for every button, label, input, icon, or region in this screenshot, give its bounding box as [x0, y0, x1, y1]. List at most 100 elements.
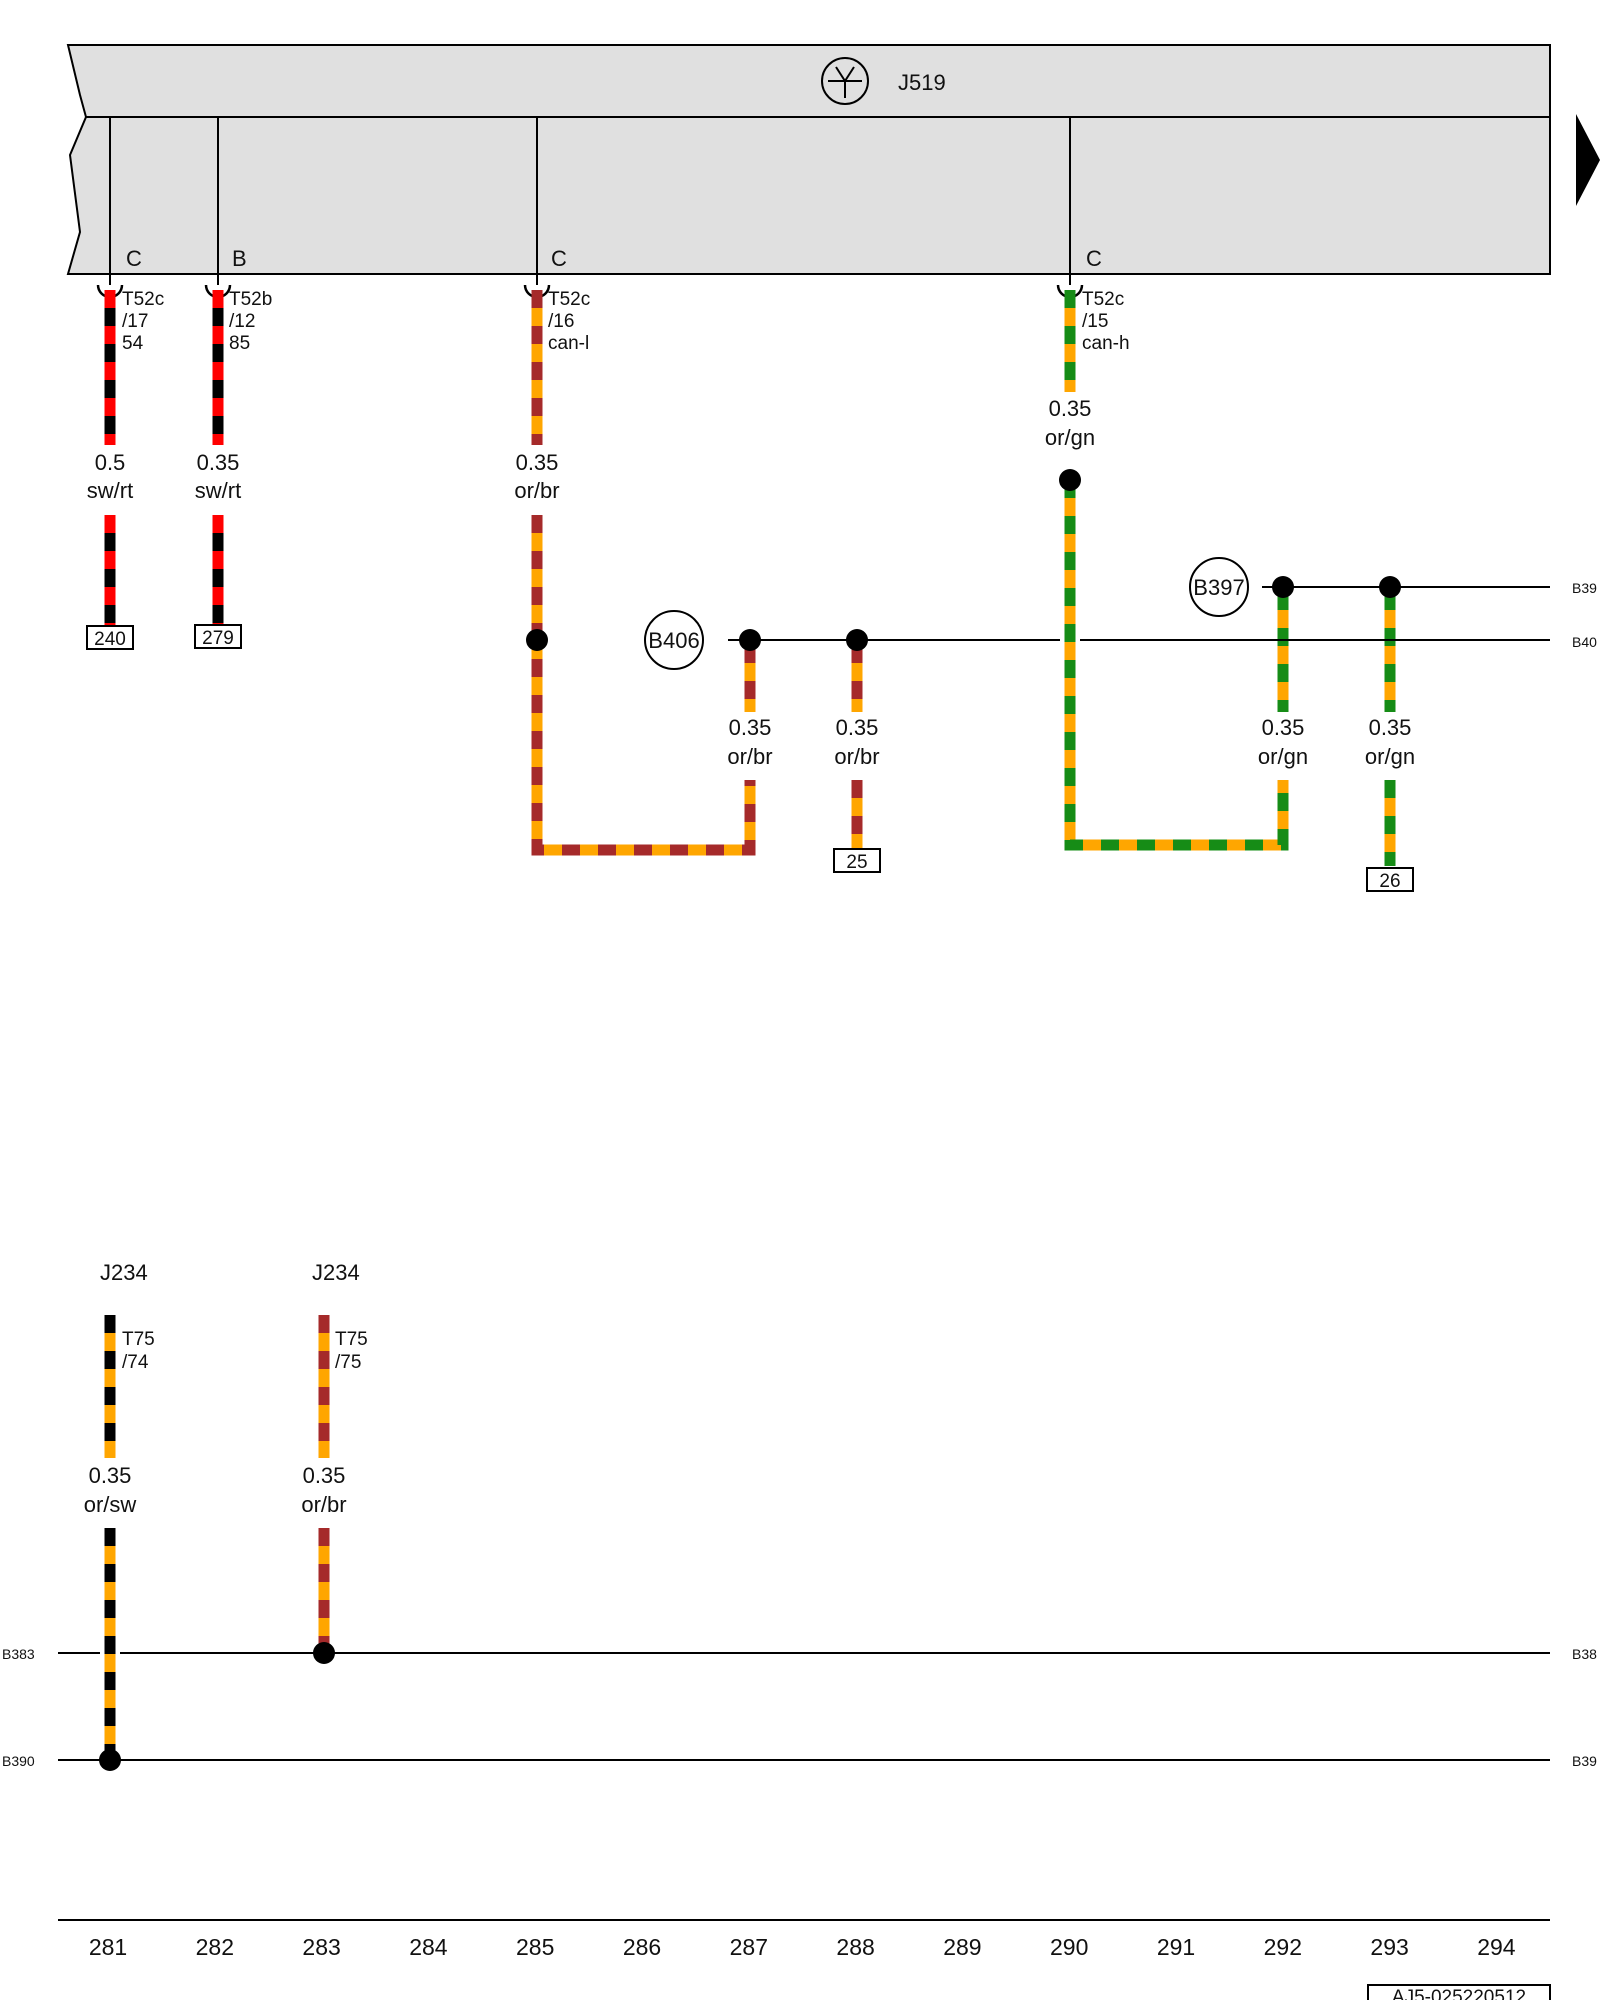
- junction-dot: [313, 1642, 335, 1664]
- connector-label-t52b-12: T52b /12 85: [229, 289, 272, 354]
- connector-label-t75-74: T75 /74: [122, 1329, 155, 1373]
- grid-number: 284: [409, 1934, 448, 1960]
- wire-label: 0.35 or/gn: [1258, 715, 1308, 769]
- wire-label: 0.35 or/br: [834, 715, 879, 769]
- svg-text:/17: /17: [122, 311, 148, 332]
- grid-number: 292: [1264, 1934, 1302, 1960]
- junction-dot: [739, 629, 761, 651]
- connector-side-letter: C: [1086, 246, 1102, 271]
- svg-text:can-h: can-h: [1082, 333, 1130, 354]
- grid-number: 290: [1050, 1934, 1088, 1960]
- rail-label: B383: [2, 1646, 35, 1662]
- rail-label: B39: [1572, 1753, 1597, 1769]
- svg-text:0.35: 0.35: [197, 450, 240, 475]
- svg-text:or/gn: or/gn: [1365, 744, 1415, 769]
- grid-number: 293: [1370, 1934, 1408, 1960]
- svg-text:B406: B406: [648, 628, 699, 653]
- svg-text:0.5: 0.5: [95, 450, 126, 475]
- wire-label: 0.35 or/br: [514, 450, 559, 503]
- wire-label: 0.35 sw/rt: [195, 450, 241, 503]
- svg-text:/12: /12: [229, 311, 255, 332]
- svg-text:85: 85: [229, 333, 250, 354]
- bus-lines: [58, 586, 1550, 1761]
- connector-side-letter: C: [551, 246, 567, 271]
- connector-side-letter: C: [126, 246, 142, 271]
- svg-text:or/br: or/br: [727, 744, 772, 769]
- rail-label: B38: [1572, 1646, 1597, 1662]
- svg-text:/16: /16: [548, 311, 574, 332]
- splice-b406: B406: [644, 610, 704, 670]
- svg-text:0.35: 0.35: [1049, 396, 1092, 421]
- steering-wheel-symbol-icon: [821, 57, 869, 105]
- junction-dot: [1059, 469, 1081, 491]
- wire-label: 0.35 or/gn: [1365, 715, 1415, 769]
- reference-box-25: 25: [833, 848, 881, 873]
- reference-box-26: 26: [1366, 867, 1414, 892]
- wire-or-br: [531, 515, 756, 856]
- svg-text:0.35: 0.35: [303, 1463, 346, 1488]
- module-body: [66, 44, 1551, 275]
- svg-text:T75: T75: [335, 1329, 368, 1350]
- rail-label: B390: [2, 1753, 35, 1769]
- svg-text:or/sw: or/sw: [84, 1492, 137, 1517]
- wire-label: 0.35 or/br: [727, 715, 772, 769]
- wires: [104, 290, 1396, 1760]
- connector-label-t52c-17: T52c /17 54: [122, 289, 164, 354]
- splice-b397: B397: [1189, 557, 1249, 617]
- junction-dot: [1272, 576, 1294, 598]
- grid-number: 286: [623, 1934, 661, 1960]
- connector-label-t75-75: T75 /75: [335, 1329, 368, 1373]
- wire-label: 0.35 or/gn: [1045, 396, 1095, 450]
- svg-text:240: 240: [94, 629, 126, 650]
- svg-text:T52b: T52b: [229, 289, 272, 310]
- grid-number: 287: [730, 1934, 768, 1960]
- svg-text:T75: T75: [122, 1329, 155, 1350]
- rail-label: B40: [1572, 634, 1597, 650]
- svg-text:T52c: T52c: [1082, 289, 1124, 310]
- grid-number: 288: [836, 1934, 874, 1960]
- wire-or-br-stripe: [531, 515, 756, 856]
- grid-number: 285: [516, 1934, 554, 1960]
- wire-or-gn: [1064, 480, 1289, 851]
- control-module-j519: J519: [66, 44, 1600, 275]
- svg-text:0.35: 0.35: [729, 715, 772, 740]
- reference-box-240: 240: [86, 625, 134, 650]
- wire-or-gn-stripe: [1064, 480, 1289, 851]
- junction-dot: [526, 629, 548, 651]
- svg-text:/75: /75: [335, 1352, 361, 1373]
- svg-text:sw/rt: sw/rt: [87, 478, 133, 503]
- connector-label-t52c-15: T52c /15 can-h: [1082, 289, 1130, 354]
- component-name-j234: J234: [312, 1260, 360, 1285]
- junction-dot: [99, 1749, 121, 1771]
- svg-text:25: 25: [846, 852, 867, 873]
- wire-label: 0.35 or/sw: [84, 1463, 137, 1517]
- svg-text:or/gn: or/gn: [1258, 744, 1308, 769]
- svg-text:or/gn: or/gn: [1045, 425, 1095, 450]
- svg-text:sw/rt: sw/rt: [195, 478, 241, 503]
- component-name-j234: J234: [100, 1260, 148, 1285]
- grid-number: 289: [943, 1934, 981, 1960]
- svg-text:0.35: 0.35: [1262, 715, 1305, 740]
- rail-label: B39: [1572, 580, 1597, 596]
- junction-dot: [1379, 576, 1401, 598]
- svg-text:T52c: T52c: [122, 289, 164, 310]
- connector-side-letter: B: [232, 246, 247, 271]
- grid-number: 282: [196, 1934, 234, 1960]
- grid-number: 294: [1477, 1934, 1516, 1960]
- wire-label: 0.35 or/br: [301, 1463, 346, 1517]
- svg-text:/15: /15: [1082, 311, 1108, 332]
- module-internal-wires: [109, 117, 1071, 285]
- svg-text:0.35: 0.35: [836, 715, 879, 740]
- grid-number: 291: [1157, 1934, 1195, 1960]
- wire-label: 0.5 sw/rt: [87, 450, 133, 503]
- svg-text:can-l: can-l: [548, 333, 589, 354]
- svg-text:/74: /74: [122, 1352, 149, 1373]
- junction-dots: [99, 469, 1401, 1771]
- continuation-right-arrow-icon: [1576, 114, 1600, 206]
- svg-text:279: 279: [202, 628, 234, 649]
- svg-text:0.35: 0.35: [1369, 715, 1412, 740]
- svg-text:54: 54: [122, 333, 144, 354]
- svg-text:0.35: 0.35: [89, 1463, 132, 1488]
